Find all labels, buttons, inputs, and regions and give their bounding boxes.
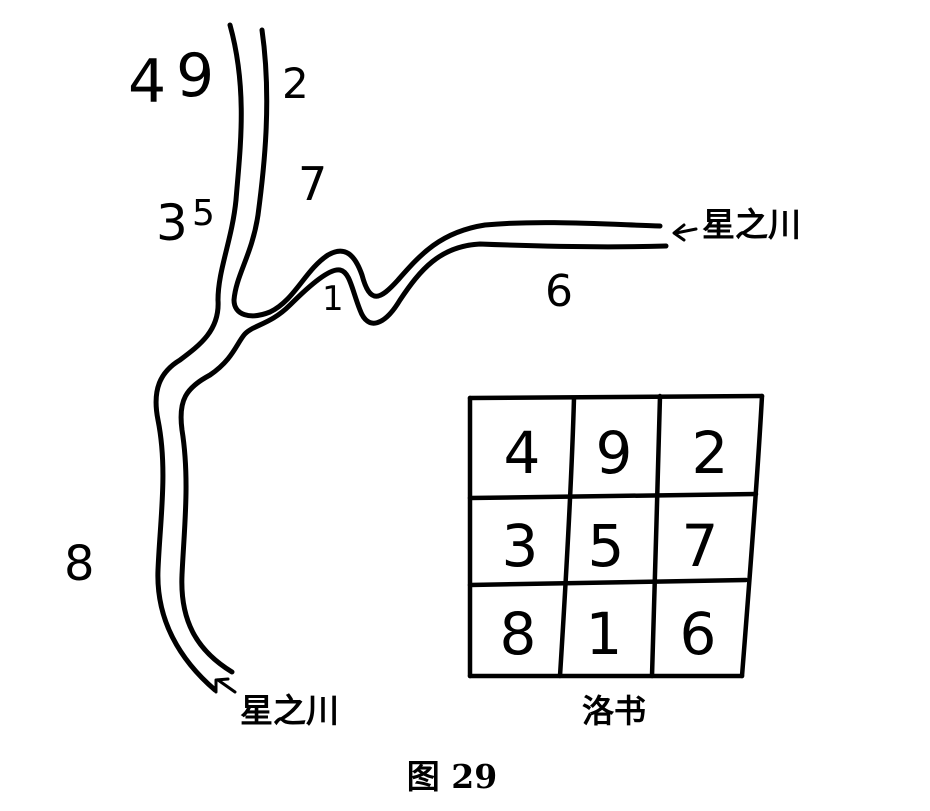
map-number-3: 3 bbox=[156, 194, 188, 252]
square-cell-r3c2: 1 bbox=[586, 600, 623, 668]
river-label-bottom: 星之川 bbox=[240, 691, 339, 730]
square-cell-r1c1: 4 bbox=[504, 419, 541, 487]
river-bank-left bbox=[153, 22, 244, 693]
square-cell-r2c3: 7 bbox=[682, 512, 719, 580]
map-number-1: 1 bbox=[322, 279, 344, 319]
arrow-icon-top bbox=[672, 223, 698, 242]
river-bank-branch bbox=[178, 241, 669, 675]
figure-caption: 图 29 bbox=[407, 757, 497, 796]
map-number-9: 9 bbox=[176, 41, 214, 111]
square-cell-r2c2: 5 bbox=[588, 512, 625, 580]
map-number-6: 6 bbox=[545, 266, 573, 317]
square-cell-r1c3: 2 bbox=[692, 419, 729, 487]
river-bank-right bbox=[231, 27, 663, 319]
map-number-5: 5 bbox=[192, 193, 215, 234]
map-number-2: 2 bbox=[282, 59, 309, 108]
river-label-top: 星之川 bbox=[702, 205, 801, 244]
square-cell-r1c2: 9 bbox=[596, 419, 633, 487]
square-cell-r3c3: 6 bbox=[680, 600, 717, 668]
map-number-4: 4 bbox=[128, 47, 166, 117]
arrow-icon-bottom bbox=[214, 677, 237, 694]
square-cell-r3c1: 8 bbox=[500, 600, 537, 668]
luoshu-square bbox=[467, 393, 765, 679]
map-number-8: 8 bbox=[64, 536, 95, 592]
square-cell-r2c1: 3 bbox=[502, 512, 539, 580]
square-caption: 洛书 bbox=[582, 692, 646, 730]
map-number-7: 7 bbox=[298, 157, 327, 211]
